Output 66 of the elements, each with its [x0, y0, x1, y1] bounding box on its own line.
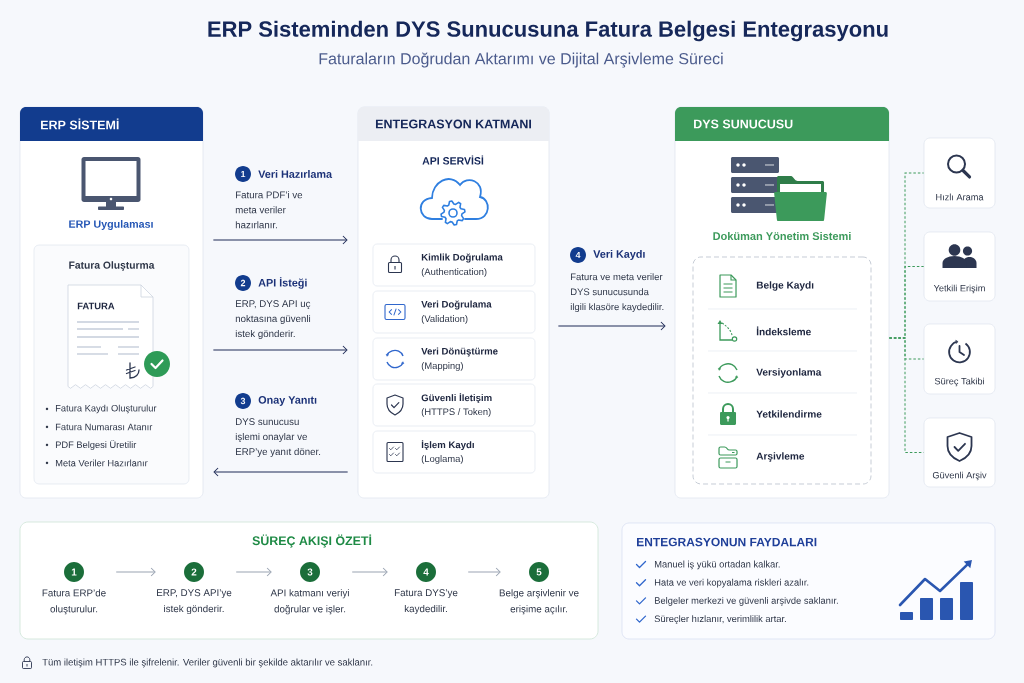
- row-label: İndeksleme: [756, 326, 811, 336]
- row-label: Versiyonlama: [756, 368, 822, 378]
- box-title: Fatura Oluşturma: [69, 261, 155, 271]
- document-title: FATURA: [77, 302, 115, 310]
- row-label: Arşivleme: [756, 452, 805, 462]
- step-caption: Fatura ERP’de oluşturulur.: [42, 589, 106, 615]
- card-label: Güvenli Arşiv: [932, 471, 987, 481]
- list-item: Meta Veriler Hazırlanır: [55, 459, 148, 467]
- service-title: Kimlik Doğrulama: [421, 253, 503, 263]
- step-caption: Fatura DYS’ye kaydedilir.: [394, 589, 458, 615]
- subheading: ERP Uygulaması: [69, 220, 153, 230]
- arrow: [212, 345, 348, 355]
- card-label: Yetkili Erişim: [933, 284, 985, 294]
- list-item: Belgeler merkezi ve güvenli arşivde saklanır.: [655, 597, 838, 606]
- subheading: Doküman Yönetim Sistemi: [713, 231, 851, 241]
- step-caption: Belge arşivlenir ve erişime açılır.: [499, 589, 579, 615]
- card-label: Hızlı Arama: [936, 193, 984, 201]
- list-item: Hata ve veri kopyalama riskleri azalır.: [655, 578, 809, 588]
- edge-label: Fatura PDF’i ve meta veriler hazırlanır.: [235, 191, 303, 229]
- step-number: 2: [235, 275, 251, 291]
- step-heading: API İsteği: [258, 277, 307, 289]
- title: ERP Sisteminden DYS Sunucusuna Fatura Belgesi Entegrasyonu: [208, 20, 888, 42]
- list-item: Fatura Kaydı Oluşturulur: [55, 404, 157, 414]
- panel-header: ERP SİSTEMİ: [20, 107, 203, 141]
- service-subtitle: (Loglama): [421, 455, 463, 464]
- service-title: İşlem Kaydı: [421, 439, 474, 451]
- service-subtitle: (HTTPS / Token): [421, 408, 491, 417]
- row-label: Belge Kaydı: [756, 281, 814, 291]
- panel-title: SÜREÇ AKIŞI ÖZETİ: [252, 534, 372, 548]
- step-caption: API katmanı veriyi doğrular ve işler.: [270, 589, 349, 615]
- panel-header: DYS SUNUCUSU: [675, 107, 889, 141]
- service-subtitle: (Validation): [421, 315, 468, 324]
- arrow: [115, 567, 156, 577]
- step-number: 3: [235, 393, 251, 409]
- list-item: Fatura Numarası Atanır: [55, 423, 153, 431]
- connector-line: [888, 337, 925, 453]
- edge-label: DYS sunucusu işlemi onaylar ve ERP’ye yanıt döner.: [235, 418, 321, 457]
- row-label: Yetkilendirme: [756, 410, 822, 418]
- service-subtitle: (Authentication): [421, 268, 487, 277]
- edge-label: Fatura ve meta veriler DYS sunucusunda ilgili klasöre kaydedilir.: [570, 273, 664, 313]
- step-heading: Onay Yanıtı: [258, 396, 317, 406]
- arrow: [557, 321, 666, 331]
- list-item: Süreçler hızlanır, verimlilik artar.: [654, 615, 786, 624]
- arrow: [213, 467, 349, 477]
- panel-title: ENTEGRASYONUN FAYDALARI: [637, 537, 817, 547]
- step-heading: Veri Hazırlama: [258, 170, 333, 178]
- edge-label: ERP, DYS API uç noktasına güvenli istek gönderir.: [235, 300, 311, 339]
- service-subtitle: (Mapping): [421, 362, 463, 371]
- service-title: Veri Doğrulama: [421, 300, 492, 310]
- arrow: [351, 567, 388, 577]
- subheading: API SERVİSİ: [422, 155, 484, 165]
- footnote: Tüm iletişim HTTPS ile şifrelenir. Veriler güvenli bir şekilde aktarılır ve saklanır.: [42, 658, 373, 668]
- arrow: [212, 235, 348, 245]
- panel-header: ENTEGRASYON KATMANI: [358, 107, 549, 141]
- step-number: 4: [570, 247, 586, 263]
- arrow: [467, 567, 501, 577]
- step-caption: ERP, DYS API’ye istek gönderir.: [157, 589, 232, 615]
- card-label: Süreç Takibi: [934, 377, 984, 387]
- subtitle: Faturaların Doğrudan Aktarımı ve Dijital Arşivleme Süreci: [319, 52, 723, 68]
- arrow: [235, 567, 272, 577]
- list-item: Manuel iş yükü ortadan kalkar.: [655, 560, 780, 570]
- step-heading: Veri Kaydı: [593, 249, 645, 261]
- list-item: PDF Belgesi Üretilir: [55, 440, 137, 450]
- step-number: 1: [235, 166, 251, 182]
- service-title: Güvenli İletişim: [421, 392, 492, 404]
- service-title: Veri Dönüştürme: [421, 347, 498, 357]
